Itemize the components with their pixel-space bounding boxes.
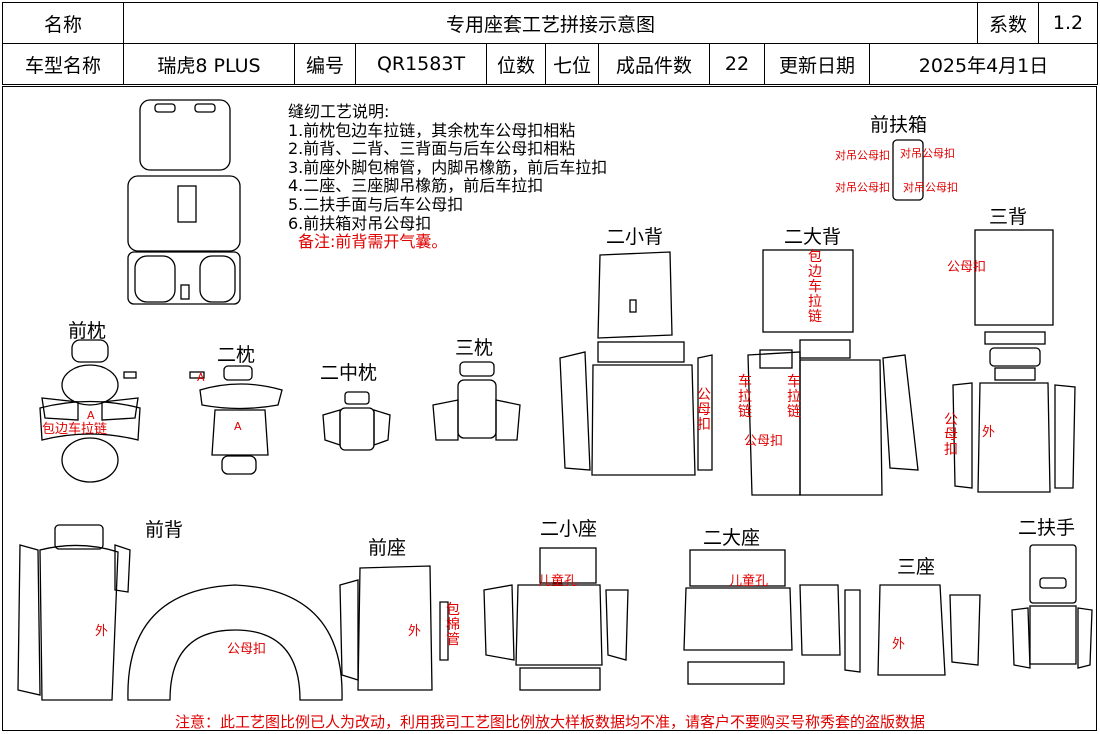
name-label: 名称 bbox=[2, 2, 124, 44]
mark-hook-vertical: 公母扣 bbox=[944, 412, 958, 458]
code-label: 编号 bbox=[294, 43, 356, 85]
third-seat-pattern bbox=[877, 584, 981, 676]
sewing-notes: 缝纫工艺说明: 1.前枕包边车拉链，其余枕车公母扣相粘 2.前背、二背、三背面与… bbox=[288, 102, 608, 252]
seats-value: 七位 bbox=[545, 43, 599, 85]
mark-pair-hook: 对吊公母扣 bbox=[903, 181, 958, 194]
mark-zipper-vertical: 车拉链 bbox=[738, 374, 752, 420]
mark-hook: 公母扣 bbox=[744, 434, 784, 449]
front-pillow-pattern bbox=[39, 339, 141, 483]
label-front-back: 前背 bbox=[145, 519, 184, 541]
pieces-value: 22 bbox=[709, 43, 765, 85]
version-value: 1.2 bbox=[1038, 2, 1098, 44]
seat-thumbnail bbox=[127, 99, 241, 305]
mark-a: A bbox=[87, 409, 95, 422]
note-1: 1.前枕包边车拉链，其余枕车公母扣相粘 bbox=[288, 120, 576, 140]
front-seat-pattern bbox=[339, 565, 449, 691]
second-mid-pillow-pattern bbox=[322, 391, 391, 451]
mark-a: A bbox=[197, 371, 205, 384]
sheet-title: 专用座套工艺拼接示意图 bbox=[123, 2, 978, 44]
mark-hook: 公母扣 bbox=[947, 260, 987, 275]
label-second-big-back: 二大背 bbox=[784, 226, 842, 248]
front-back-pattern bbox=[17, 524, 343, 701]
mark-child-hole: 儿童孔 bbox=[729, 574, 769, 589]
label-third-back: 三背 bbox=[989, 206, 1028, 228]
mark-hook-vertical: 公母扣 bbox=[697, 387, 711, 433]
third-pillow-pattern bbox=[432, 361, 521, 441]
mark-outer: 外 bbox=[982, 425, 996, 440]
label-second-small-back: 二小背 bbox=[606, 226, 664, 248]
notes-remark: 备注:前背需开气囊。 bbox=[298, 232, 448, 252]
mark-edge-zipper-vertical: 包边车拉链 bbox=[808, 249, 822, 325]
mark-hook: 公母扣 bbox=[227, 642, 267, 657]
mark-outer: 外 bbox=[95, 624, 109, 639]
date-label: 更新日期 bbox=[764, 43, 870, 85]
mark-pair-hook: 对吊公母扣 bbox=[900, 147, 955, 160]
second-small-seat-pattern bbox=[483, 547, 629, 691]
second-big-back-pattern bbox=[747, 249, 919, 496]
mark-cotton-tube-vertical: 包棉管 bbox=[446, 602, 460, 648]
note-5: 5.二扶手面与后车公母扣 bbox=[288, 194, 464, 214]
label-third-seat: 三座 bbox=[897, 556, 936, 578]
label-front-seat: 前座 bbox=[368, 537, 407, 559]
header-table: 名称 专用座套工艺拼接示意图 系数 1.2 车型名称 瑞虎8 PLUS 编号 Q… bbox=[2, 2, 1098, 85]
mark-child-hole: 儿童孔 bbox=[538, 574, 578, 589]
note-4: 4.二座、三座脚吊橡筋，前后车拉扣 bbox=[288, 176, 544, 196]
drawing-area bbox=[2, 86, 1097, 731]
third-back-pattern bbox=[952, 229, 1076, 493]
notes-heading: 缝纫工艺说明: bbox=[288, 102, 390, 121]
label-third-pillow: 三枕 bbox=[455, 337, 494, 359]
second-small-back-pattern bbox=[559, 251, 713, 476]
label-front-pillow: 前枕 bbox=[68, 320, 107, 342]
note-2: 2.前背、二背、三背面与后车公母扣相粘 bbox=[288, 139, 576, 159]
pieces-label: 成品件数 bbox=[598, 43, 710, 85]
front-armbox-pattern bbox=[892, 139, 924, 201]
second-big-seat-pattern bbox=[683, 549, 861, 685]
seats-label: 位数 bbox=[486, 43, 546, 85]
label-second-mid-pillow: 二中枕 bbox=[320, 362, 378, 384]
mark-outer: 外 bbox=[408, 624, 422, 639]
label-second-armrest: 二扶手 bbox=[1018, 517, 1076, 539]
footer-warning: 注意：此工艺图比例已人为改动，利用我司工艺图比例放大样板数据均不准，请客户不要购… bbox=[174, 713, 925, 731]
mark-outer: 外 bbox=[892, 637, 906, 652]
second-pillow-pattern bbox=[189, 365, 283, 475]
note-3: 3.前座外脚包棉管，内脚吊橡筋，前后车拉扣 bbox=[288, 157, 608, 177]
mark-a: A bbox=[234, 420, 242, 433]
mark-zipper-vertical: 车拉链 bbox=[787, 374, 801, 420]
label-second-big-seat: 二大座 bbox=[703, 527, 761, 549]
mark-pair-hook: 对吊公母扣 bbox=[835, 181, 890, 194]
label-second-small-seat: 二小座 bbox=[540, 518, 598, 540]
mark-edge-zipper: 包边车拉链 bbox=[42, 422, 108, 437]
code-value: QR1583T bbox=[355, 43, 487, 85]
note-6: 6.前扶箱对吊公母扣 bbox=[288, 213, 432, 233]
mark-pair-hook: 对吊公母扣 bbox=[835, 149, 890, 162]
second-armrest-pattern bbox=[1011, 544, 1093, 669]
label-second-pillow: 二枕 bbox=[217, 344, 256, 366]
label-front-armbox: 前扶箱 bbox=[870, 114, 928, 136]
date-value: 2025年4月1日 bbox=[869, 43, 1098, 85]
